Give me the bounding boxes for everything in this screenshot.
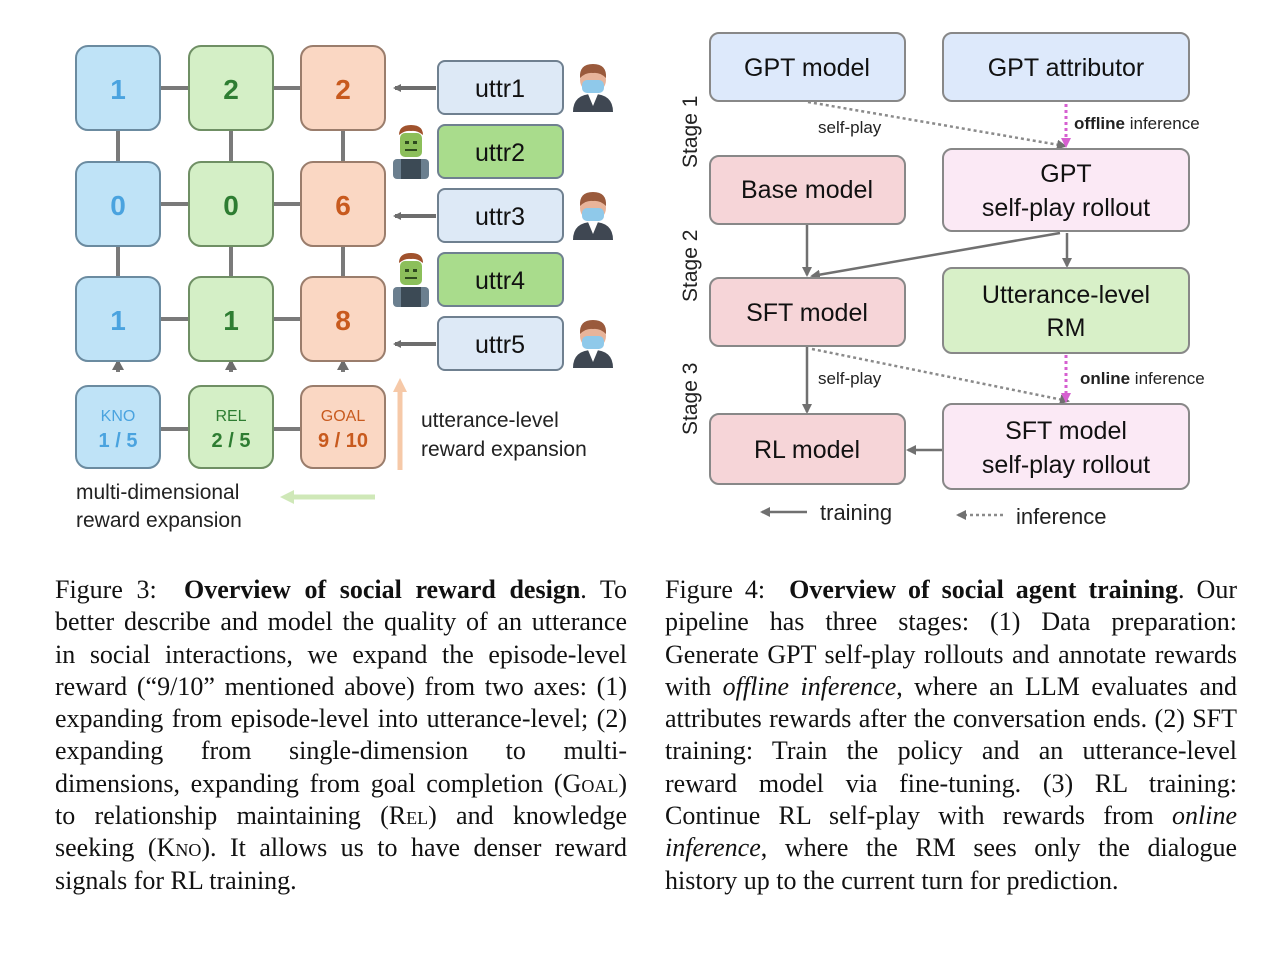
legend-training-label: training — [820, 500, 892, 525]
grid-up-arrowhead — [337, 359, 349, 370]
reward-cell-goal-3: 8 — [300, 276, 386, 362]
utterance-expansion-label-line2: reward expansion — [421, 438, 587, 461]
utterance-expansion-label-line1: utterance-level — [421, 409, 559, 432]
episode-score-kno: KNO 1 / 5 — [75, 385, 161, 469]
episode-score-goal: GOAL 9 / 10 — [300, 385, 386, 469]
figure-4-number: Figure 4: — [665, 575, 766, 604]
reward-value-kno-2: 0 — [110, 190, 126, 221]
episode-score-value-kno: 1 / 5 — [99, 430, 138, 452]
reward-value-rel-2: 0 — [223, 190, 239, 221]
edge-sft-to-sft-rollout — [811, 347, 1070, 405]
node-rl-model: RL model — [709, 413, 906, 485]
reward-cell-goal-2: 6 — [300, 161, 386, 247]
multidim-expansion-label-line2: reward expansion — [76, 509, 242, 532]
figure-4-text-3: , where the RM sees only the dialogue hi… — [665, 833, 1237, 895]
online-inference-label: online inference — [1080, 369, 1205, 388]
utterance-1-label: uttr1 — [475, 75, 525, 103]
utterance-3: uttr3 — [393, 188, 613, 243]
episode-score-value-goal: 9 / 10 — [318, 430, 368, 452]
rel-term: Rel — [388, 801, 429, 831]
node-gpt-rollout-line2: self-play rollout — [982, 194, 1150, 222]
grid-up-arrowhead — [225, 359, 237, 370]
reward-value-kno-3: 1 — [110, 305, 126, 336]
node-utterance-rm: Utterance-level RM — [942, 267, 1190, 354]
figure-3-number: Figure 3: — [55, 575, 157, 604]
node-base-model-label: Base model — [741, 176, 873, 204]
reward-cell-rel-2: 0 — [188, 161, 274, 247]
figure-3-caption: Figure 3: Overview of social reward desi… — [55, 574, 627, 897]
node-gpt-attributor: GPT attributor — [942, 32, 1190, 102]
node-gpt-rollout-line1: GPT — [1040, 160, 1091, 188]
episode-score-value-rel: 2 / 5 — [212, 430, 251, 452]
self-play-label-stage3: self-play — [818, 369, 882, 388]
node-gpt-model: GPT model — [709, 32, 906, 102]
episode-score-label-goal: GOAL — [321, 408, 366, 425]
utterance-2: uttr2 — [393, 124, 564, 179]
figure-3-text-1: . To better describe and model the quali… — [55, 575, 628, 798]
node-gpt-attributor-label: GPT attributor — [988, 54, 1145, 82]
kno-term: Kno — [156, 833, 202, 863]
utterance-4: uttr4 — [393, 252, 564, 307]
multidim-expansion-label-line1: multi-dimensional — [76, 481, 239, 504]
node-base-model: Base model — [709, 155, 906, 225]
legend: training inference — [760, 500, 1107, 529]
episode-score-label-kno: KNO — [101, 408, 136, 425]
reward-grid-connectors — [112, 86, 349, 431]
figure-4-text-2: , where an LLM evaluates and attributes … — [665, 671, 1237, 831]
figure-4-title: Overview of social agent training — [789, 575, 1179, 604]
utterance-2-label: uttr2 — [475, 139, 525, 167]
node-gpt-rollout: GPT self-play rollout — [942, 148, 1190, 232]
node-sft-model: SFT model — [709, 277, 906, 347]
pipeline-edges — [802, 100, 1072, 455]
episode-score-label-rel: REL — [215, 408, 246, 425]
reward-cell-rel-3: 1 — [188, 276, 274, 362]
grid-up-arrowhead — [112, 359, 124, 370]
stage-3-label: Stage 3 — [679, 363, 702, 435]
figure-3-text-3: ) and knowledge seeking ( — [55, 801, 627, 863]
episode-score-rel: REL 2 / 5 — [188, 385, 274, 469]
offline-inference-label: offline inference — [1074, 114, 1200, 133]
node-rl-model-label: RL model — [754, 436, 860, 464]
edge-rollout-to-sft — [810, 231, 1061, 280]
goal-term: Goal — [562, 768, 619, 798]
utterance-5: uttr5 — [393, 316, 613, 371]
online-inference-term: online inference — [665, 801, 1237, 863]
node-sft-model-label: SFT model — [746, 299, 868, 327]
reward-value-goal-1: 2 — [335, 74, 351, 105]
figure-3-title: Overview of social reward design — [183, 575, 581, 604]
figure-4-text-1: . Our pipeline has three stages: (1) Dat… — [665, 575, 1237, 701]
node-utterance-rm-line2: RM — [1047, 314, 1086, 342]
reward-value-goal-2: 6 — [335, 190, 351, 221]
reward-value-goal-3: 8 — [335, 305, 351, 336]
node-gpt-model-label: GPT model — [744, 54, 870, 82]
figure-4-caption: Figure 4: Overview of social agent train… — [665, 574, 1237, 897]
self-play-label-stage1: self-play — [818, 118, 882, 137]
reward-value-rel-1: 2 — [223, 74, 239, 105]
figure-3-text-2: ) to relationship maintaining ( — [55, 768, 627, 831]
edge-gpt-model-to-rollout — [807, 100, 1067, 150]
stage-2-label: Stage 2 — [679, 230, 702, 302]
offline-inference-term: offline inference — [722, 671, 897, 701]
reward-cell-rel-1: 2 — [188, 45, 274, 131]
social-agent-training-diagram: Stage 1 Stage 2 Stage 3 GPT model GPT at… — [679, 32, 1205, 529]
legend-inference-label: inference — [1016, 504, 1107, 529]
node-utterance-rm-line1: Utterance-level — [982, 281, 1150, 309]
reward-value-rel-3: 1 — [223, 305, 239, 336]
utterance-3-label: uttr3 — [475, 203, 525, 231]
reward-cell-kno-3: 1 — [75, 276, 161, 362]
utterance-4-label: uttr4 — [475, 267, 525, 295]
node-sft-rollout-line1: SFT model — [1005, 417, 1127, 445]
node-sft-rollout: SFT model self-play rollout — [942, 403, 1190, 490]
node-sft-rollout-line2: self-play rollout — [982, 451, 1150, 479]
figure-3-text-4: ). It allows us to have denser reward si… — [55, 833, 627, 895]
utterance-5-label: uttr5 — [475, 331, 525, 359]
reward-cell-goal-1: 2 — [300, 45, 386, 131]
stage-1-label: Stage 1 — [679, 96, 702, 168]
reward-cell-kno-1: 1 — [75, 45, 161, 131]
reward-cell-kno-2: 0 — [75, 161, 161, 247]
reward-value-kno-1: 1 — [110, 74, 126, 105]
utterance-1: uttr1 — [393, 60, 613, 115]
